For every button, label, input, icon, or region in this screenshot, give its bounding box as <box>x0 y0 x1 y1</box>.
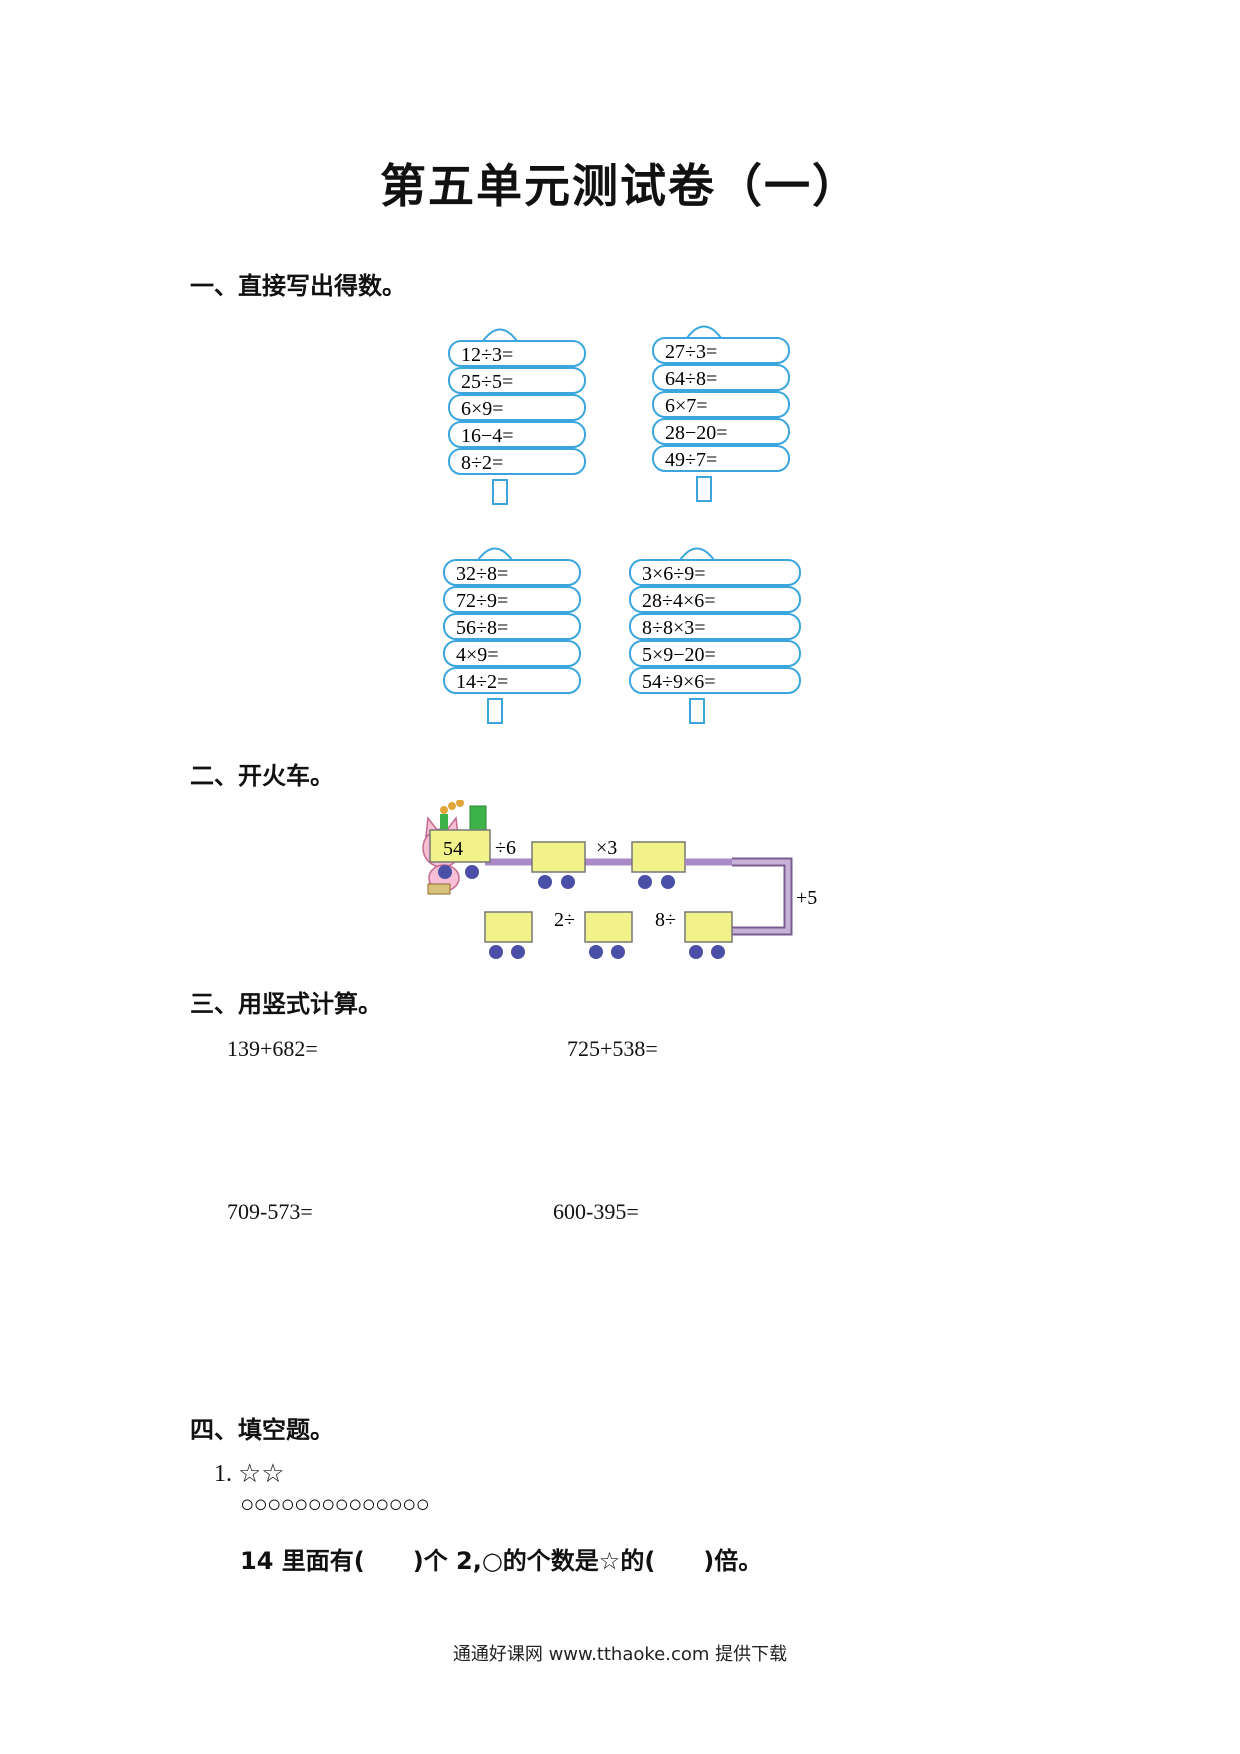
ladder-1-item-4: 16−4= <box>461 425 514 447</box>
train-op-3: +5 <box>796 887 817 909</box>
train-car-6 <box>584 911 633 959</box>
section-heading-3: 三、用竖式计算。 <box>190 990 382 1018</box>
section-heading-2: 二、开火车。 <box>190 762 334 790</box>
ladder-3-item-5: 14÷2= <box>456 671 508 693</box>
train-car-7 <box>484 911 533 959</box>
vertical-calc-4: 600-395= <box>553 1199 639 1224</box>
ladder-4-item-5: 54÷9×6= <box>642 671 716 693</box>
section-heading-1: 一、直接写出得数。 <box>190 272 406 300</box>
ladders-figure: 12÷3= 25÷5= 6×9= 16−4= 8÷2= 27÷3= 64÷8= … <box>443 325 801 724</box>
ladder-1-item-1: 12÷3= <box>461 344 513 366</box>
ladder-2-item-2: 64÷8= <box>665 368 717 390</box>
train-car-5 <box>684 911 733 959</box>
train-op-2: ×3 <box>596 837 617 859</box>
question-1-number: 1. <box>214 1461 232 1487</box>
train-figure: 54 ÷6 ×3 +5 8÷ 2÷ <box>422 800 817 959</box>
star-row: ☆☆ <box>238 1459 285 1488</box>
ladder-3-item-3: 56÷8= <box>456 617 508 639</box>
ladder-1-item-3: 6×9= <box>461 398 504 420</box>
ladder-1: 12÷3= 25÷5= 6×9= 16−4= 8÷2= <box>448 328 586 505</box>
circle-row: ○○○○○○○○○○○○○○ <box>240 1492 430 1518</box>
page-title: 第五单元测试卷（一） <box>380 159 860 213</box>
ladder-2-item-4: 28−20= <box>665 422 728 444</box>
section-heading-4: 四、填空题。 <box>190 1416 334 1444</box>
ladder-2-item-1: 27÷3= <box>665 341 717 363</box>
train-start-value: 54 <box>443 838 463 860</box>
fill-blank-sentence: 14 里面有( )个 2,○的个数是☆的( )倍。 <box>240 1547 763 1575</box>
ladder-4-item-4: 5×9−20= <box>642 644 716 666</box>
ladder-1-item-2: 25÷5= <box>461 371 513 393</box>
vertical-calc-3: 709-573= <box>227 1199 313 1224</box>
ladder-3-item-2: 72÷9= <box>456 590 508 612</box>
train-op-1: ÷6 <box>495 837 516 859</box>
train-op-5: 2÷ <box>554 909 575 931</box>
vertical-calc-1: 139+682= <box>227 1036 318 1061</box>
ladder-4-item-1: 3×6÷9= <box>642 563 706 585</box>
ladder-3-item-4: 4×9= <box>456 644 499 666</box>
train-car-3 <box>631 841 686 889</box>
ladder-4-item-3: 8÷8×3= <box>642 617 706 639</box>
ladder-2-item-5: 49÷7= <box>665 449 717 471</box>
ladder-3-item-1: 32÷8= <box>456 563 508 585</box>
ladder-4: 3×6÷9= 28÷4×6= 8÷8×3= 5×9−20= 54÷9×6= <box>629 547 801 724</box>
ladder-4-item-2: 28÷4×6= <box>642 590 716 612</box>
train-engine <box>429 800 491 879</box>
ladder-3: 32÷8= 72÷9= 56÷8= 4×9= 14÷2= <box>443 547 581 724</box>
ladder-2: 27÷3= 64÷8= 6×7= 28−20= 49÷7= <box>652 325 790 502</box>
footer-credit: 通通好课网 www.tthaoke.com 提供下载 <box>452 1644 788 1665</box>
train-car-2 <box>531 841 586 889</box>
ladder-1-item-5: 8÷2= <box>461 452 503 474</box>
ladder-2-item-3: 6×7= <box>665 395 708 417</box>
vertical-calc-2: 725+538= <box>567 1036 658 1061</box>
train-op-4: 8÷ <box>655 909 676 931</box>
